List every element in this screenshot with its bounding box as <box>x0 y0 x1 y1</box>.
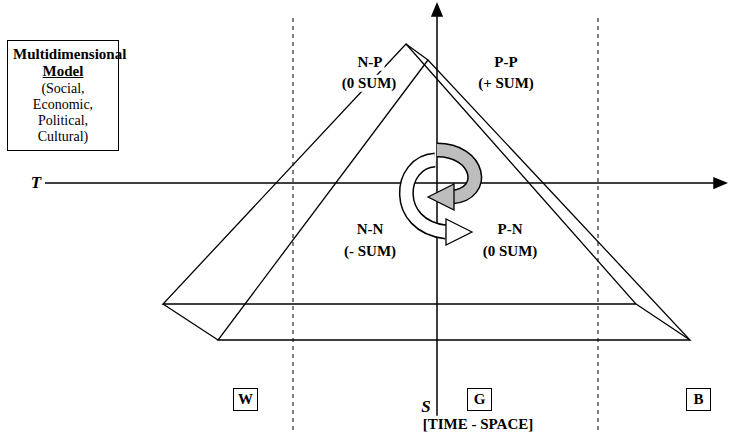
axis-label: T <box>29 174 43 193</box>
box-text: Multidimensional <box>13 46 113 63</box>
box-text: Model <box>13 63 113 80</box>
quadrant-sum: (0 SUM) <box>481 243 540 260</box>
quadrant-sum: (+ SUM) <box>476 75 536 92</box>
model-box: MultidimensionalModel(Social, Economic, … <box>7 40 119 151</box>
letter-box: B <box>686 388 711 411</box>
quadrant-label: P-P <box>492 54 519 71</box>
box-text: B <box>689 391 708 408</box>
quadrant-label: N-N <box>355 221 386 238</box>
box-text: G <box>470 391 489 408</box>
quadrant-label: P-N <box>496 221 525 238</box>
dashed-divider <box>598 18 599 432</box>
box-text: W <box>236 391 255 408</box>
axis-caption: [TIME - SPACE] <box>421 416 536 433</box>
quadrant-sum: (0 SUM) <box>340 75 399 92</box>
quadrant-label: N-P <box>356 54 385 71</box>
dashed-divider <box>293 18 294 432</box>
triangular-prism <box>163 44 690 340</box>
letter-box: G <box>467 388 492 411</box>
axes <box>45 4 726 432</box>
letter-box: W <box>233 388 258 411</box>
quadrant-sum: (- SUM) <box>342 243 398 260</box>
axis-label: S <box>419 398 432 417</box>
cycle-arrows <box>406 150 474 245</box>
box-text: (Social, Economic, Political, Cultural) <box>13 81 113 145</box>
